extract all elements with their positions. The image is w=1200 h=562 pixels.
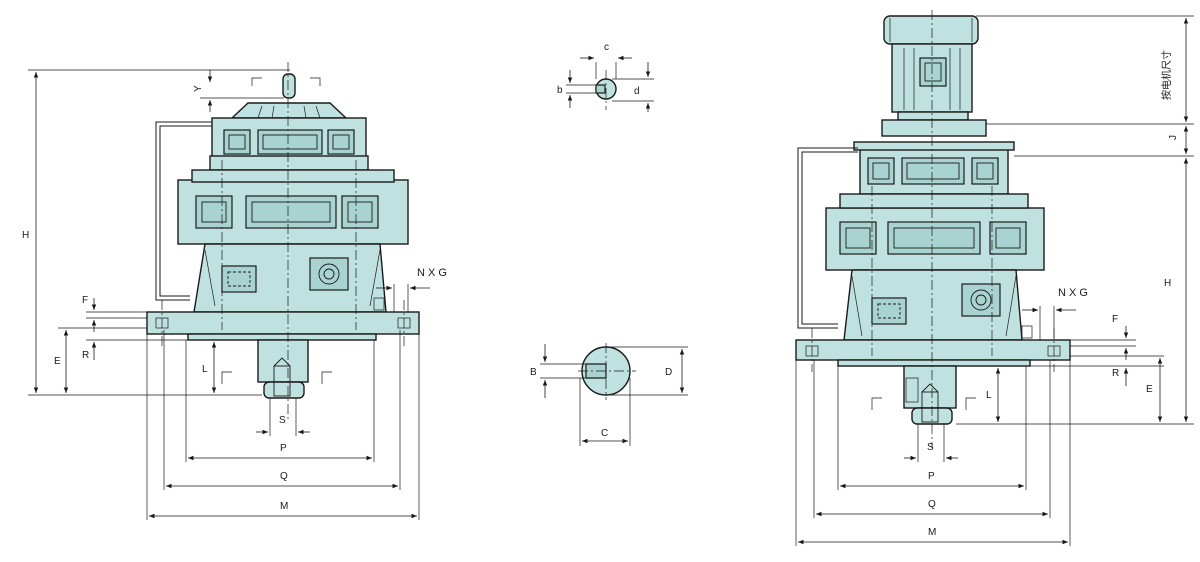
keyway-label-d: d (634, 86, 640, 97)
dim-label-l: L (202, 364, 208, 375)
left-housing-windows (155, 105, 411, 397)
keyway-label-D: D (665, 367, 672, 378)
left-reducer-view: H Y F R E L S P Q M N X G (22, 62, 447, 520)
right-dimensions (795, 15, 1194, 546)
dim-label-r-right: R (1112, 368, 1119, 379)
keyway-label-C: C (601, 428, 608, 439)
dim-label-q-right: Q (928, 499, 936, 510)
dim-label-p: P (280, 443, 287, 454)
dim-label-e: E (54, 356, 61, 367)
dim-label-y: Y (193, 85, 204, 92)
dim-label-r: R (82, 350, 89, 361)
dim-label-l-right: L (986, 390, 992, 401)
dim-label-nxg-right: N X G (1058, 287, 1088, 299)
keyway-detail-top: c b d (557, 42, 654, 112)
dim-label-m: M (280, 501, 288, 512)
dim-label-motor: 按电机尺寸 (1160, 50, 1173, 100)
keyway-label-c: c (604, 42, 609, 53)
right-reducer-view: 按电机尺寸 J H F R E L S P Q M N X G (795, 10, 1194, 546)
dim-label-s: S (279, 415, 286, 426)
left-reducer-body (146, 73, 420, 399)
left-dimensions (28, 69, 430, 520)
dim-label-j: J (1168, 135, 1179, 140)
keyway-detail-bottom: B D C (530, 343, 688, 446)
dim-label-e-right: E (1146, 384, 1153, 395)
dim-label-h: H (22, 230, 29, 241)
keyway-label-b: b (557, 85, 563, 96)
keyway-label-B: B (530, 367, 537, 378)
dim-label-q: Q (280, 471, 288, 482)
dim-label-s-right: S (927, 442, 934, 453)
right-oil-pipe (797, 147, 858, 329)
dim-label-m-right: M (928, 527, 936, 538)
dim-label-f-right: F (1112, 314, 1118, 325)
dim-label-h-right: H (1164, 278, 1171, 289)
right-housing-windows (805, 18, 1061, 423)
dim-label-f: F (82, 295, 88, 306)
dim-label-p-right: P (928, 471, 935, 482)
left-oil-pipe (155, 121, 212, 301)
dim-label-nxg: N X G (417, 267, 447, 279)
